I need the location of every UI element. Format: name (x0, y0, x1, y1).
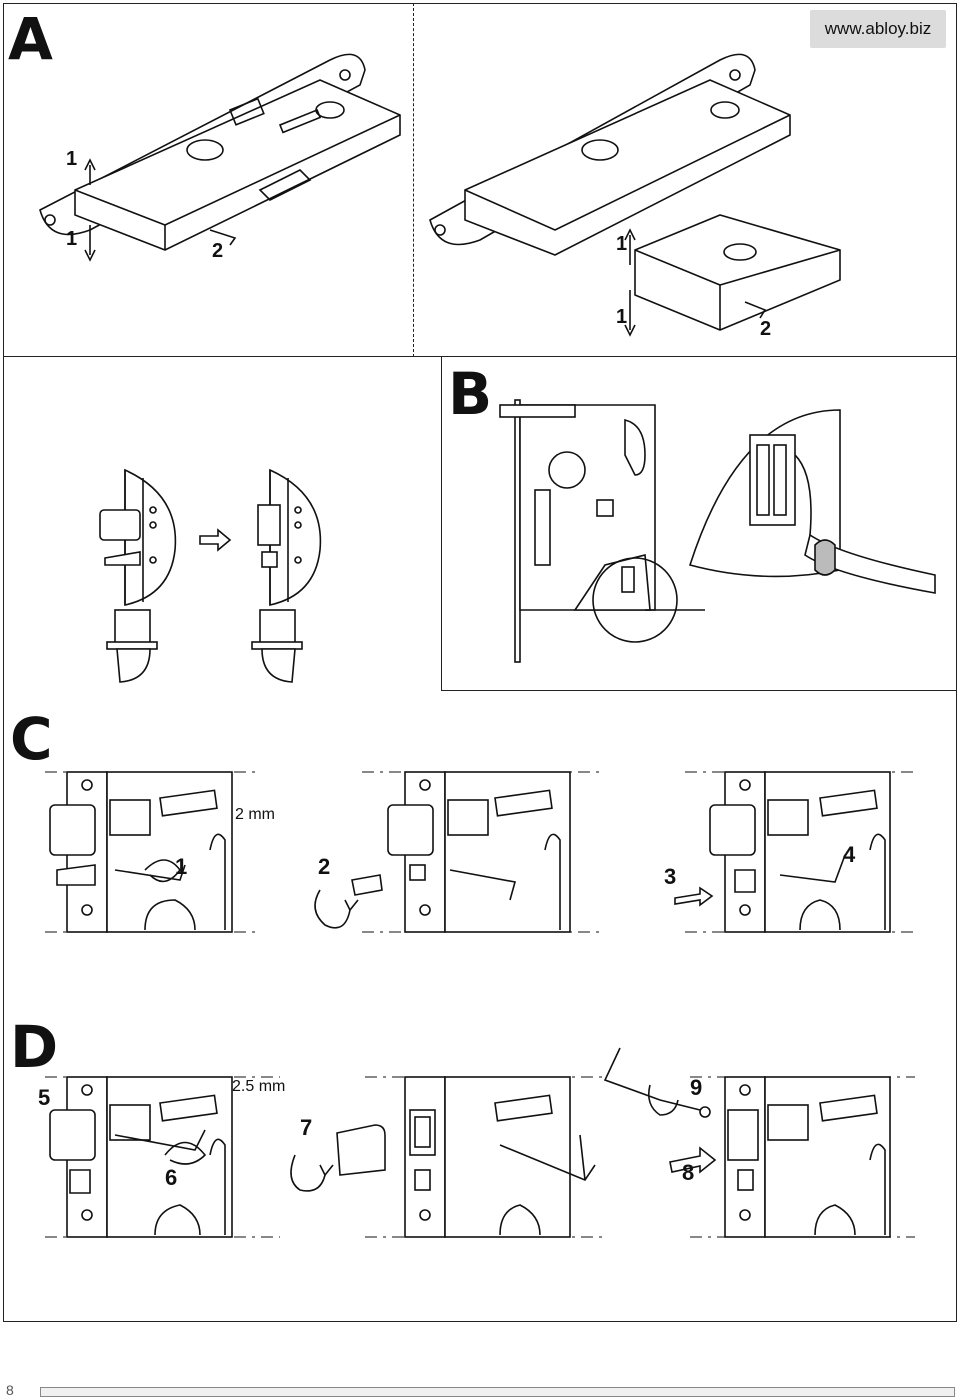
section-c-step-2: 2 (318, 854, 331, 879)
section-c-step2-illustration (314, 771, 600, 933)
footer-bar (40, 1387, 955, 1397)
section-c-dimension: 2 mm (235, 806, 275, 823)
lock-body-illustration-left (39, 53, 401, 262)
section-a-right-step-2: 2 (760, 318, 772, 340)
section-a-step-1-top: 1 (66, 148, 78, 170)
section-c-step-1: 1 (175, 854, 188, 879)
section-a-right-step-1-bottom: 1 (616, 306, 628, 328)
section-c-step-3: 3 (664, 864, 677, 889)
section-d-step8-illustration (603, 1047, 915, 1238)
section-b-illustration (499, 399, 936, 663)
section-d-step-7: 7 (300, 1115, 313, 1140)
section-c-letter: C (10, 705, 53, 773)
section-d-step-9: 9 (690, 1075, 703, 1100)
section-d-step5-illustration (45, 1076, 280, 1238)
arrow-right-icon (199, 528, 232, 552)
lock-body-illustration-right (429, 53, 841, 337)
section-a-step-2: 2 (212, 240, 224, 262)
section-a-divider (413, 3, 414, 357)
section-a-right-step-1-top: 1 (616, 233, 628, 255)
section-d-step-8: 8 (682, 1160, 695, 1185)
section-a-step-1-bottom: 1 (66, 228, 78, 250)
section-a-letter: A (8, 5, 53, 73)
section-c-step3-illustration (674, 771, 915, 933)
section-d-letter: D (10, 1013, 59, 1081)
latch-after-illustration (251, 468, 322, 683)
section-d-dimension: 2.5 mm (232, 1078, 286, 1095)
website-url[interactable]: www.abloy.biz (810, 10, 946, 48)
section-c-step1-illustration (45, 771, 260, 933)
latch-before-illustration (99, 468, 177, 683)
section-d-step-6: 6 (165, 1165, 178, 1190)
section-b-frame (441, 356, 957, 691)
section-c-step-4: 4 (843, 842, 856, 867)
section-d-step-5: 5 (38, 1085, 51, 1110)
page-number: 8 (6, 1382, 14, 1398)
section-d-step7-illustration (290, 1076, 605, 1238)
section-b-letter: B (448, 360, 493, 428)
